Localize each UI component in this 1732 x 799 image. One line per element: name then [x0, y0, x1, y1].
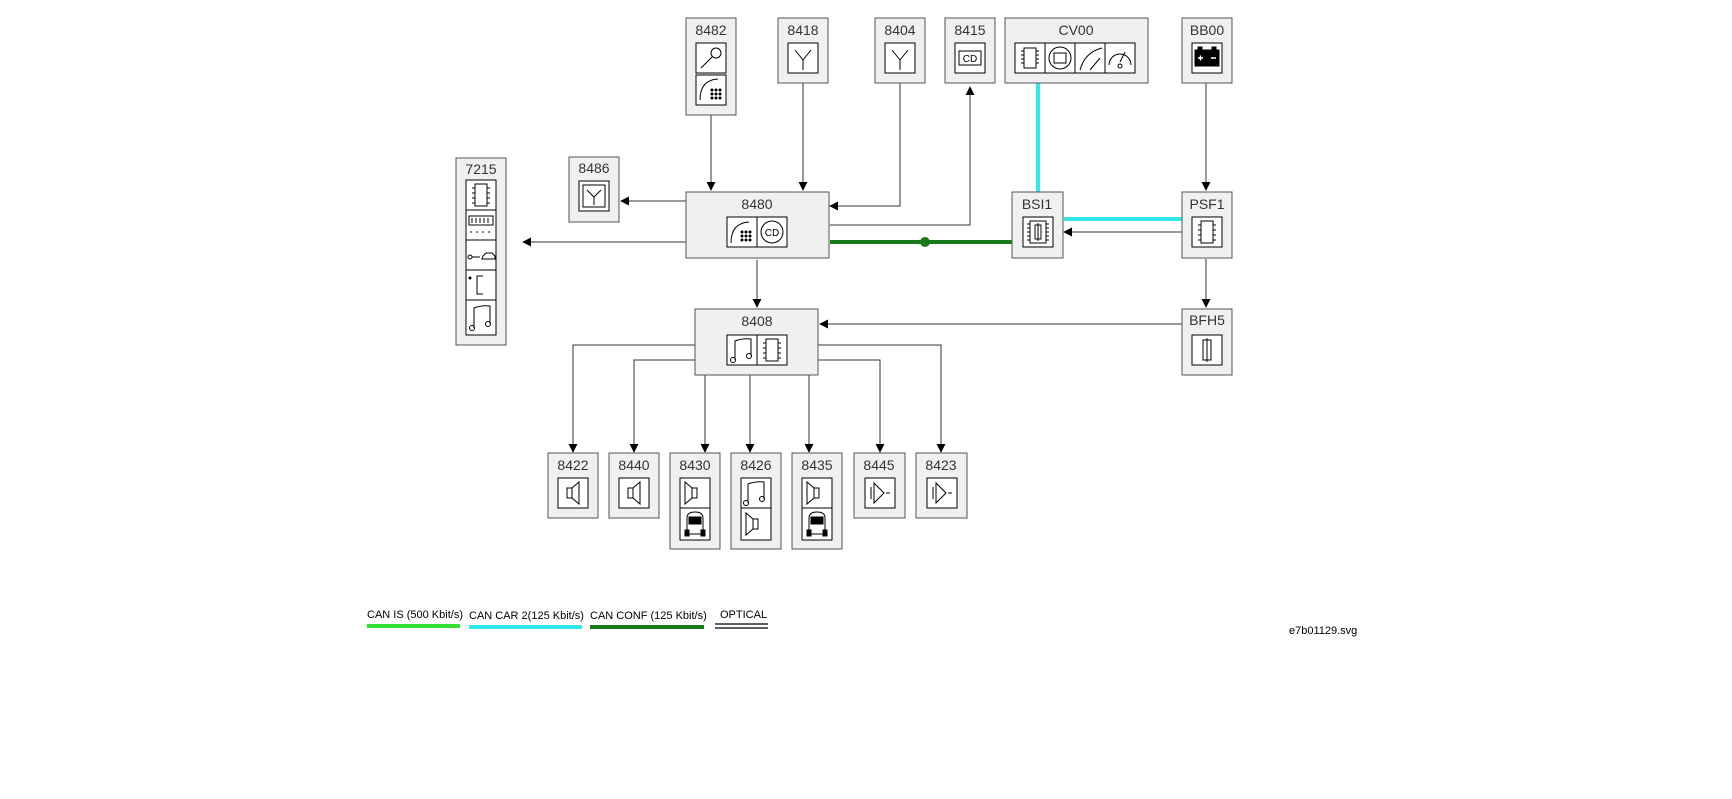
module-8486[interactable]: 8486	[568, 156, 620, 223]
ecu-chip-icon	[465, 179, 497, 211]
legend-label: CAN IS (500 Kbit/s)	[367, 609, 463, 621]
module-label: 8482	[695, 22, 726, 38]
module-label: 8435	[801, 457, 832, 473]
svg-text:CD: CD	[765, 228, 779, 239]
legend-label: OPTICAL	[720, 609, 767, 621]
display-unit-icon	[1044, 42, 1076, 74]
ecu-chip-icon	[1191, 216, 1223, 248]
antenna-icon	[884, 42, 916, 74]
key-car-icon	[465, 239, 497, 271]
module-8480[interactable]: 8480 CD	[685, 191, 830, 259]
module-8418[interactable]: 8418	[777, 17, 829, 84]
wire-8408-8422	[568, 344, 695, 453]
legend-can-conf: CAN CONF (125 Kbit/s)	[590, 610, 707, 629]
module-8445[interactable]: 8445	[853, 452, 906, 519]
gauge-icon	[1104, 42, 1136, 74]
module-bb00[interactable]: BB00	[1181, 17, 1233, 84]
module-psf1[interactable]: PSF1	[1181, 191, 1233, 259]
module-label: BFH5	[1189, 312, 1225, 328]
music-note-icon	[726, 334, 758, 366]
car-icon	[679, 507, 711, 541]
module-label: 8440	[618, 457, 649, 473]
speaker-icon	[740, 507, 772, 541]
legend-can-car2: CAN CAR 2(125 Kbit/s)	[469, 610, 584, 629]
module-8430[interactable]: 8430	[669, 452, 721, 550]
module-label: 8422	[557, 457, 588, 473]
odometer-display-icon	[465, 209, 497, 241]
wire-8480-8415	[830, 86, 975, 226]
module-label: 8426	[740, 457, 771, 473]
module-label: 8430	[679, 457, 710, 473]
tweeter-icon	[926, 477, 958, 509]
speaker-icon	[557, 477, 589, 509]
module-bsi1[interactable]: BSI1	[1011, 191, 1064, 259]
music-note-icon	[465, 299, 497, 336]
module-8423[interactable]: 8423	[915, 452, 968, 519]
module-label: CV00	[1058, 22, 1093, 38]
tweeter-icon	[864, 477, 896, 509]
module-label: 8404	[884, 22, 915, 38]
telephone-icon	[695, 74, 727, 106]
module-8426[interactable]: 8426	[730, 452, 782, 550]
module-label: 8408	[741, 313, 772, 329]
svg-text:CD: CD	[963, 54, 977, 65]
speaker-icon	[618, 477, 650, 509]
module-label: BB00	[1190, 22, 1224, 38]
cd-icon: CD	[756, 216, 788, 248]
aerial-amplifier-icon	[578, 180, 610, 212]
module-8408[interactable]: 8408	[694, 308, 819, 376]
legend-can-is: CAN IS (500 Kbit/s)	[367, 609, 463, 628]
file-name: e7b01129.svg	[1289, 625, 1357, 637]
can-car2-bus	[1036, 83, 1182, 221]
fuse-box-icon	[1022, 216, 1054, 248]
music-note-icon	[740, 477, 772, 509]
speaker-icon	[801, 477, 833, 509]
ecu-chip-icon	[1014, 42, 1046, 74]
wire-8408-8423	[818, 344, 946, 453]
module-label: BSI1	[1022, 196, 1053, 212]
connections	[522, 83, 1211, 453]
module-8440[interactable]: 8440	[608, 452, 660, 519]
module-label: PSF1	[1189, 196, 1224, 212]
telephone-icon	[726, 216, 758, 248]
wire-8408-8445	[818, 359, 885, 453]
module-bfh5[interactable]: BFH5	[1181, 308, 1233, 376]
module-7215[interactable]: 7215	[455, 157, 507, 346]
legend-label: CAN CONF (125 Kbit/s)	[590, 610, 707, 622]
module-8435[interactable]: 8435	[791, 452, 843, 550]
speaker-icon	[679, 477, 711, 509]
module-8404[interactable]: 8404	[874, 17, 926, 84]
microphone-icon	[695, 42, 727, 74]
module-label: 8445	[863, 457, 894, 473]
legend-label: CAN CAR 2(125 Kbit/s)	[469, 610, 584, 622]
module-8415[interactable]: 8415 CD	[944, 17, 996, 84]
fuse-icon	[1191, 334, 1223, 366]
module-label: 7215	[465, 161, 496, 177]
cd-changer-icon: CD	[954, 42, 986, 74]
module-cv00[interactable]: CV00	[1004, 17, 1149, 84]
wire-8408-8440	[629, 359, 695, 453]
module-label: 8423	[925, 457, 956, 473]
ecu-chip-icon	[756, 334, 788, 366]
module-label: 8415	[954, 22, 985, 38]
module-label: 8486	[578, 160, 609, 176]
can-conf-bus	[830, 237, 1012, 247]
legend-optical: OPTICAL	[715, 609, 768, 629]
module-8482[interactable]: 8482	[685, 17, 737, 116]
wire-8404-8480	[829, 83, 901, 211]
wiper-stalk-icon	[1074, 42, 1106, 74]
battery-icon	[1191, 42, 1223, 74]
module-label: 8480	[741, 196, 772, 212]
module-8422[interactable]: 8422	[547, 452, 599, 519]
car-icon	[801, 507, 833, 541]
legend: CAN IS (500 Kbit/s) CAN CAR 2(125 Kbit/s…	[367, 609, 768, 629]
antenna-icon	[787, 42, 819, 74]
module-label: 8418	[787, 22, 818, 38]
bracket-icon	[465, 269, 497, 301]
